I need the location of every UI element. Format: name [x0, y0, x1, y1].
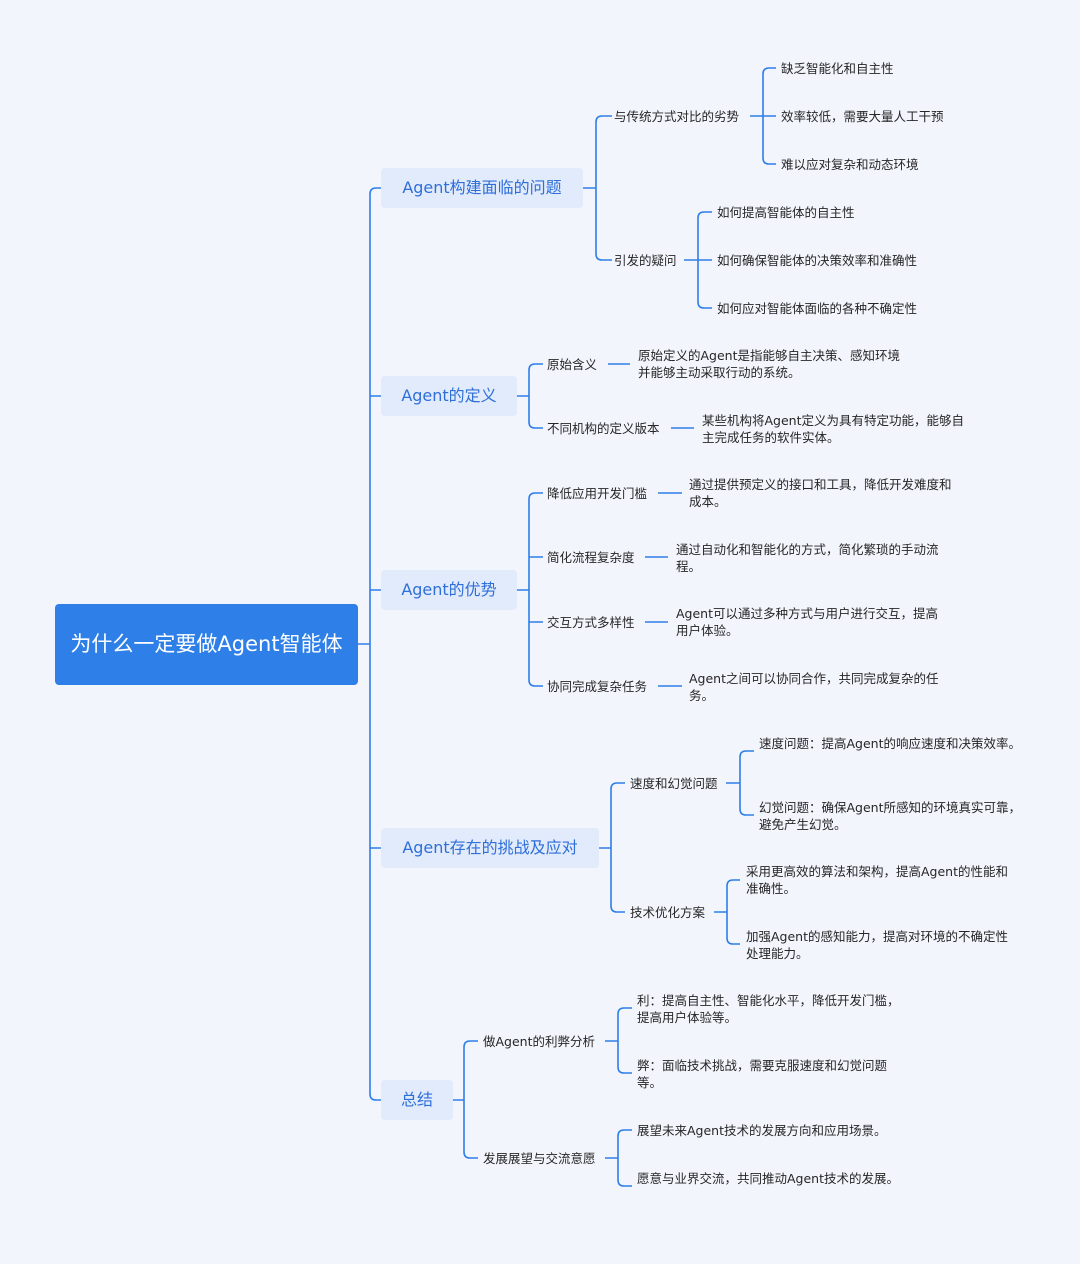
leaf-dynamic-env[interactable]: 难以应对复杂和动态环境: [781, 157, 919, 172]
node-collaboration[interactable]: 协同完成复杂任务: [547, 679, 648, 694]
leaf-exchange[interactable]: 愿意与业界交流，共同推动Agent技术的发展。: [637, 1171, 900, 1186]
node-raised-questions[interactable]: 引发的疑问: [614, 253, 677, 268]
b1-connector: [583, 115, 612, 261]
b5c2-connector: [605, 1129, 632, 1187]
leaf-lower-threshold[interactable]: 通过提供预定义的接口和工具，降低开发难度和成本。: [689, 477, 952, 509]
b4-connector: [599, 782, 625, 913]
leaf-hallucination-problem[interactable]: 幻觉问题：确保Agent所感知的环境真实可靠，避免产生幻觉。: [759, 800, 1022, 832]
node-interaction-diversity[interactable]: 交互方式多样性: [547, 615, 635, 630]
leaf-original-definition[interactable]: 原始定义的Agent是指能够自主决策、感知环境并能够主动采取行动的系统。: [638, 348, 901, 380]
b3-connector: [517, 492, 543, 687]
node-simplify-process[interactable]: 简化流程复杂度: [547, 550, 635, 565]
b4c2-connector: [714, 879, 740, 945]
root-connector: [358, 187, 381, 1101]
b5-connector: [453, 1040, 478, 1159]
leaf-improve-autonomy[interactable]: 如何提高智能体的自主性: [717, 205, 855, 220]
branch-summary[interactable]: 总结: [381, 1080, 453, 1120]
b4c1-connector: [726, 750, 754, 816]
leaf-speed-problem[interactable]: 速度问题：提高Agent的响应速度和决策效率。: [759, 736, 1022, 751]
leaf-cons[interactable]: 弊：面临技术挑战，需要克服速度和幻觉问题等。: [637, 1058, 888, 1090]
leaf-ensure-efficiency[interactable]: 如何确保智能体的决策效率和准确性: [717, 253, 918, 268]
root-topic[interactable]: 为什么一定要做Agent智能体: [55, 604, 358, 685]
leaf-outlook[interactable]: 展望未来Agent技术的发展方向和应用场景。: [637, 1123, 887, 1138]
branch-definition[interactable]: Agent的定义: [381, 376, 517, 416]
node-outlook-exchange[interactable]: 发展展望与交流意愿: [483, 1151, 596, 1166]
leaf-perception-ability[interactable]: 加强Agent的感知能力，提高对环境的不确定性处理能力。: [746, 929, 1009, 961]
leaf-low-efficiency[interactable]: 效率较低，需要大量人工干预: [781, 109, 944, 124]
leaf-institution-definition[interactable]: 某些机构将Agent定义为具有特定功能，能够自主完成任务的软件实体。: [702, 413, 965, 445]
b1c1-connector: [750, 67, 776, 165]
leaf-simplify-process[interactable]: 通过自动化和智能化的方式，简化繁琐的手动流程。: [676, 542, 939, 574]
leaf-collaboration[interactable]: Agent之间可以协同合作，共同完成复杂的任务。: [689, 671, 939, 703]
branch-build-problems[interactable]: Agent构建面临的问题: [381, 168, 583, 208]
b1c2-connector: [684, 211, 712, 309]
node-pros-cons[interactable]: 做Agent的利弊分析: [483, 1034, 595, 1049]
node-compare-disadvantages[interactable]: 与传统方式对比的劣势: [614, 109, 740, 124]
node-original-meaning[interactable]: 原始含义: [547, 357, 598, 372]
node-institution-versions[interactable]: 不同机构的定义版本: [547, 421, 660, 436]
node-lower-threshold[interactable]: 降低应用开发门槛: [547, 486, 648, 501]
leaf-pros[interactable]: 利：提高自主性、智能化水平，降低开发门槛，提高用户体验等。: [637, 993, 900, 1025]
leaf-uncertainty[interactable]: 如何应对智能体面临的各种不确定性: [717, 301, 918, 316]
leaf-lack-autonomy[interactable]: 缺乏智能化和自主性: [781, 61, 894, 76]
b2-connector: [517, 363, 543, 429]
node-speed-hallucination[interactable]: 速度和幻觉问题: [630, 776, 718, 791]
leaf-efficient-algorithms[interactable]: 采用更高效的算法和架构，提高Agent的性能和准确性。: [746, 864, 1009, 896]
leaf-interaction-diversity[interactable]: Agent可以通过多种方式与用户进行交互，提高用户体验。: [676, 606, 939, 638]
branch-advantages[interactable]: Agent的优势: [381, 570, 517, 610]
b5c1-connector: [605, 1007, 632, 1074]
node-tech-optimization[interactable]: 技术优化方案: [630, 905, 706, 920]
branch-challenges[interactable]: Agent存在的挑战及应对: [381, 828, 599, 868]
